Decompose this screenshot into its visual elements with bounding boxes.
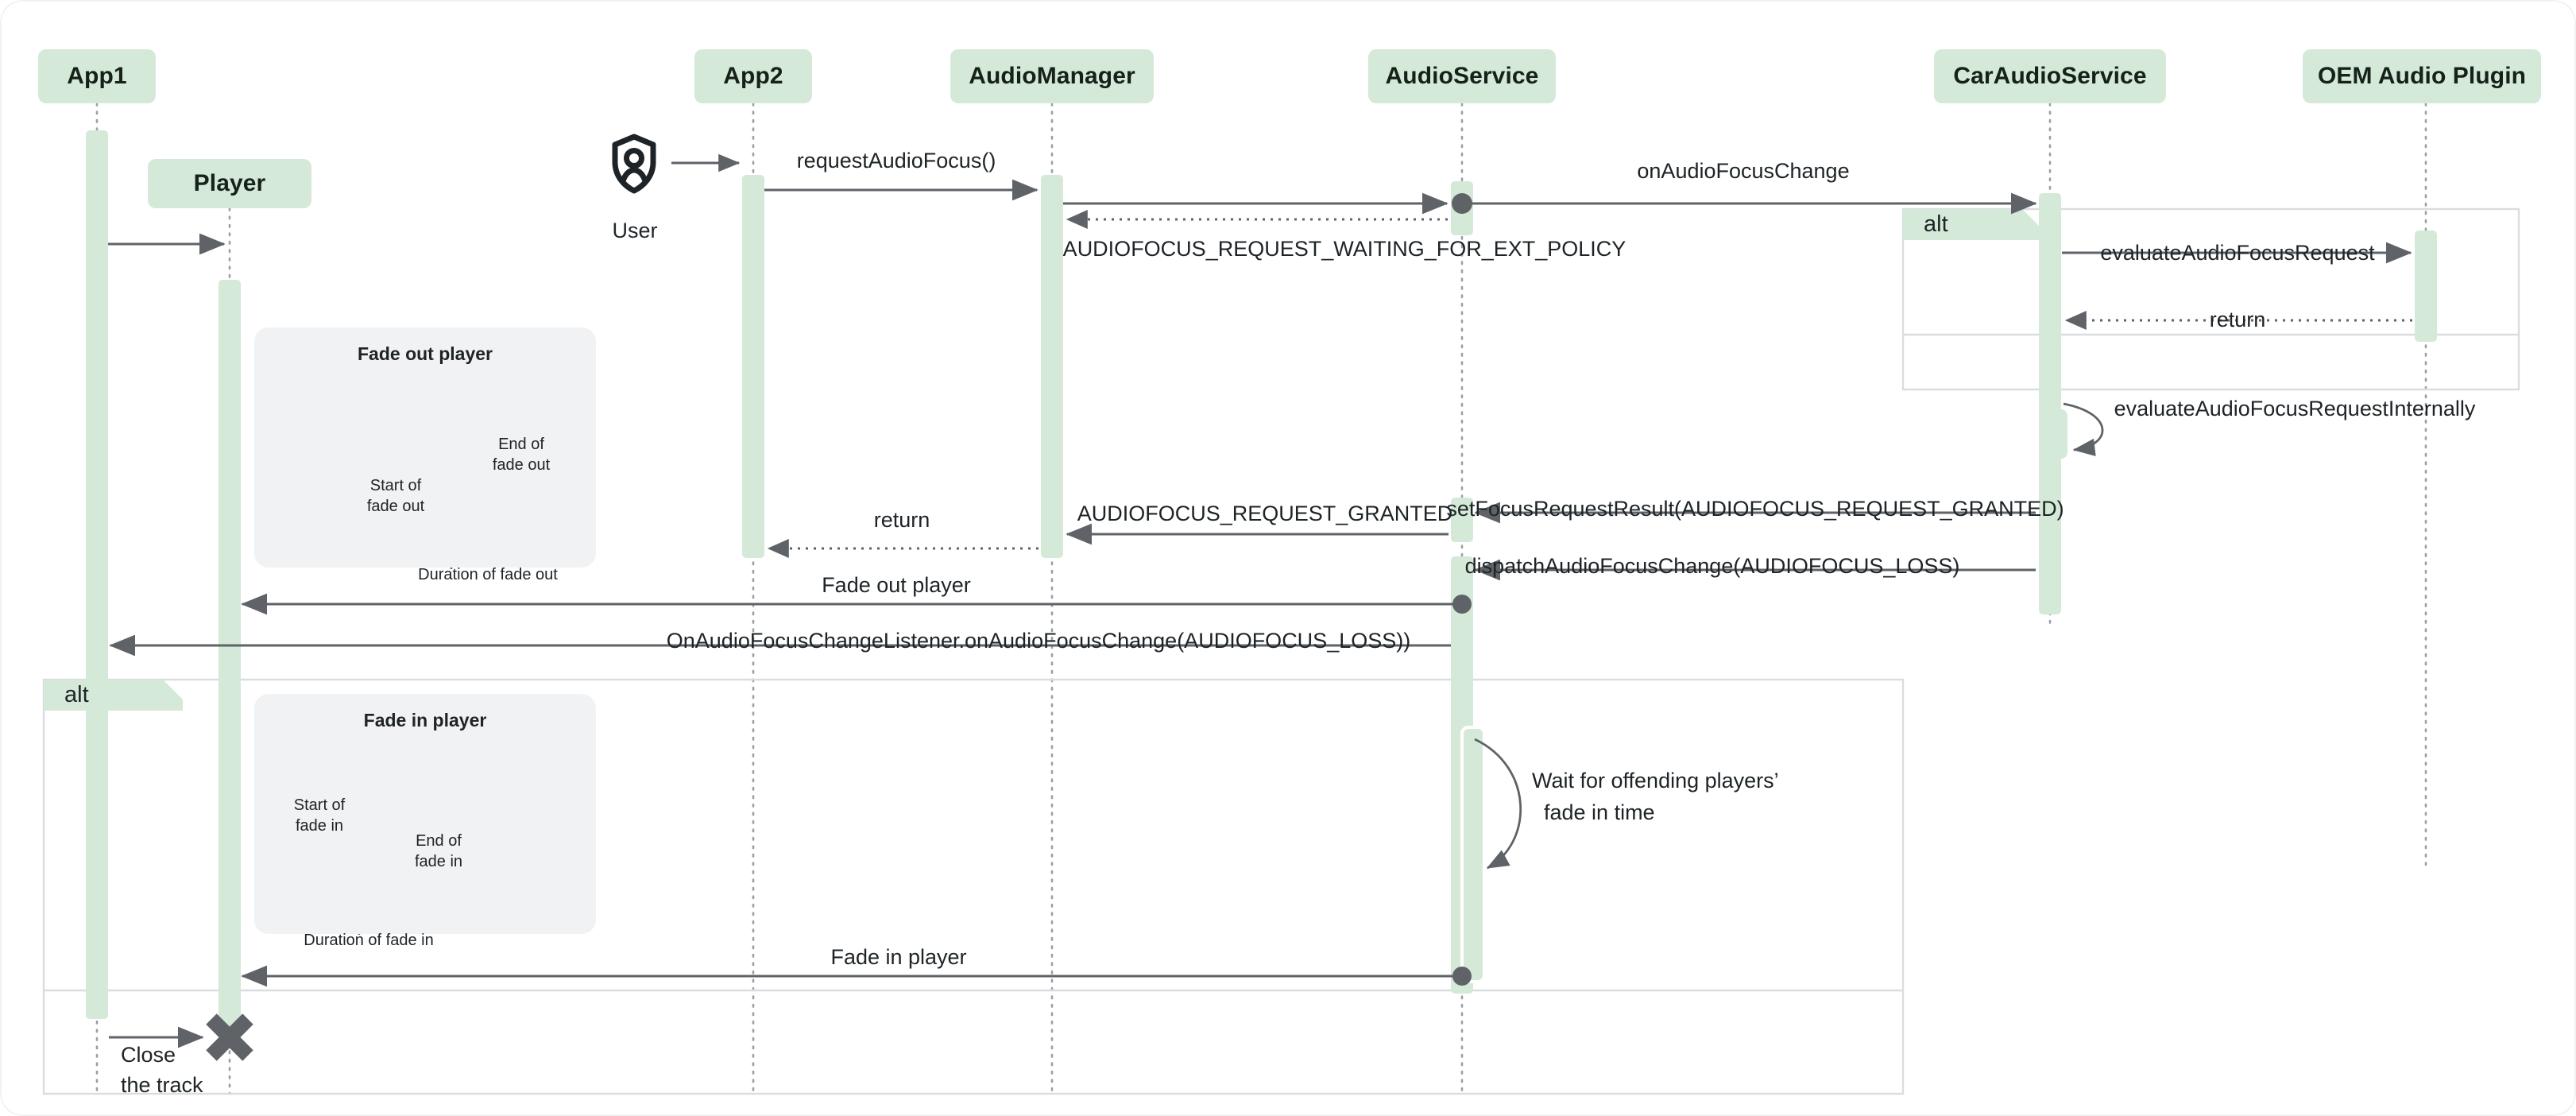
fragment-alt-left (42, 678, 1905, 1095)
participant-audiomanager[interactable]: AudioManager (950, 49, 1154, 103)
activation-app1 (86, 130, 108, 1019)
activation-audioservice-2 (1451, 498, 1473, 542)
origin-dot-on-audio-focus-change (1452, 193, 1472, 214)
message-arrows (108, 153, 2412, 1048)
participant-oemplugin-label: OEM Audio Plugin (2317, 63, 2527, 89)
fade-out-start-label-l1: Start of (369, 477, 422, 494)
fade-in-end-label-l2: fade in (414, 853, 463, 870)
participant-app2[interactable]: App2 (694, 49, 812, 103)
label-close-line2: the track (121, 1073, 203, 1097)
origin-dot-fade-in (1452, 967, 1472, 986)
participant-audiomanager-label: AudioManager (969, 63, 1135, 89)
fragment-alt-left-text: alt (64, 682, 89, 707)
participant-caraudioservice[interactable]: CarAudioService (1934, 49, 2166, 103)
fade-out-start-label-l2: fade out (366, 498, 425, 515)
fade-in-start-label-l1: Start of (293, 796, 346, 814)
actor-user-label: User (612, 219, 658, 242)
shield-person-icon (612, 134, 656, 194)
fade-out-end-label-l1: End of (498, 436, 544, 453)
label-evaluate-return: return (2209, 308, 2266, 331)
origin-dot-fade-out (1452, 595, 1472, 614)
label-evaluate-internally: evaluateAudioFocusRequestInternally (2114, 397, 2476, 420)
participant-audioservice[interactable]: AudioService (1368, 49, 1556, 103)
fragment-alt-right-text: alt (1924, 211, 1948, 237)
activation-oemplugin (2415, 231, 2437, 342)
label-fade-out-player: Fade out player (822, 573, 971, 597)
label-evaluate-audio-focus-request: evaluateAudioFocusRequest (2100, 241, 2375, 265)
fragment-alt-right-label: alt (1903, 209, 2043, 240)
label-fade-in-player: Fade in player (830, 945, 967, 969)
activation-audioservice-nested (1460, 726, 1486, 983)
label-request-audio-focus: requestAudioFocus() (796, 149, 996, 172)
fade-out-end-label-l2: fade out (492, 456, 551, 474)
fade-in-duration-label: Duration of fade in (304, 932, 434, 949)
destroy-marker-icon (206, 1013, 253, 1061)
activation-app2 (742, 175, 764, 558)
participant-app2-label: App2 (723, 63, 783, 89)
participant-player-label: Player (193, 170, 266, 196)
activation-caraudioservice (2039, 193, 2061, 614)
label-return-to-app2: return (873, 508, 930, 532)
label-set-focus-request-result: setFocusRequestResult(AUDIOFOCUS_REQUEST… (1446, 497, 2064, 521)
participant-audioservice-label: AudioService (1385, 63, 1539, 89)
fade-out-chart-box (254, 327, 596, 568)
arrow-evaluate-internally-self-loop (2063, 402, 2104, 456)
participant-caraudioservice-label: CarAudioService (1953, 63, 2147, 89)
activation-caraudioservice-nested (2050, 409, 2067, 459)
activation-audiomanager (1041, 175, 1063, 558)
fade-out-chart-title: Fade out player (358, 343, 493, 364)
fade-in-chart-title: Fade in player (363, 710, 487, 730)
participant-app1[interactable]: App1 (38, 49, 156, 103)
label-dispatch-audio-focus-change: dispatchAudioFocusChange(AUDIOFOCUS_LOSS… (1464, 554, 1960, 578)
fade-in-start-label-l2: fade in (295, 817, 344, 835)
label-on-audio-focus-change: onAudioFocusChange (1637, 159, 1850, 183)
participant-oemplugin[interactable]: OEM Audio Plugin (2303, 49, 2541, 103)
participant-app1-label: App1 (67, 63, 127, 89)
label-audiofocus-request-granted: AUDIOFOCUS_REQUEST_GRANTED (1077, 502, 1453, 525)
activation-bars (86, 130, 2437, 1041)
arrow-wait-fade-in-self-loop (1474, 738, 1522, 870)
fragment-alt-left-label: alt (44, 680, 184, 711)
activation-player (219, 280, 241, 1041)
participant-player[interactable]: Player (148, 159, 311, 208)
fade-in-end-label-l1: End of (416, 832, 462, 850)
fade-in-chart-box (254, 694, 596, 934)
label-close-line1: Close (121, 1043, 176, 1067)
fade-out-duration-label: Duration of fade out (418, 566, 558, 583)
label-listener-on-audio-focus-change: OnAudioFocusChangeListener.onAudioFocusC… (666, 629, 1411, 653)
label-wait-fade-in-line1: Wait for offending players’ (1532, 769, 1779, 792)
label-waiting-for-ext-policy: AUDIOFOCUS_REQUEST_WAITING_FOR_EXT_POLIC… (1062, 237, 1626, 261)
label-wait-fade-in-line2: fade in time (1544, 800, 1655, 824)
